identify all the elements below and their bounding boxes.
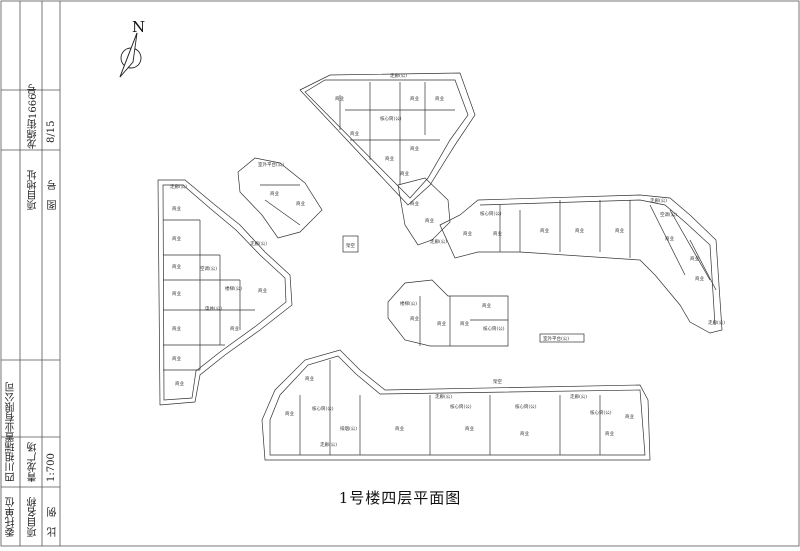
- room-label: 商业: [285, 410, 294, 417]
- room-label: 商业: [172, 290, 181, 297]
- room-label: 商业: [385, 155, 394, 162]
- address-label: 项目地址: [28, 170, 39, 210]
- room-labels: 走廊(公) 商业 商业 商业 核心筒(公) 商业 商业 商业 商业 室外平台(公…: [170, 72, 725, 448]
- room-label: 商业: [690, 255, 699, 262]
- project-label: 项目名称: [28, 497, 39, 537]
- room-label: 走廊(公): [708, 319, 725, 326]
- room-label: 排烟(公): [340, 425, 357, 432]
- building-outline: [157, 72, 723, 461]
- room-label: 商业: [172, 355, 181, 362]
- room-label: 商业: [172, 205, 181, 212]
- room-label: 楼梯(公): [225, 285, 242, 292]
- room-label: 商业: [270, 190, 279, 197]
- room-label: 架空: [493, 378, 502, 385]
- room-label: 核心筒(公): [590, 409, 612, 416]
- room-label: 核心筒(公): [480, 210, 502, 217]
- room-label: 走廊(公): [390, 72, 407, 79]
- room-label: 走廊(公): [435, 393, 452, 400]
- room-label: 室外平台(公): [543, 335, 569, 342]
- room-label: 商业: [335, 95, 344, 102]
- north-arrow-icon: [119, 32, 142, 78]
- room-label: 核心筒(公): [483, 325, 505, 332]
- room-label: 核心筒(公): [380, 115, 402, 122]
- room-label: 商业: [410, 95, 419, 102]
- room-label: 商业: [665, 235, 674, 242]
- room-label: 商业: [460, 320, 469, 327]
- room-label: 核心筒(公): [450, 403, 472, 410]
- project-value: 青龙广场: [28, 442, 39, 482]
- room-label: 电井(公): [205, 305, 222, 312]
- scale-value: 1:700: [46, 453, 57, 482]
- scale-label: 比 例: [48, 507, 59, 537]
- room-label: 商业: [175, 380, 184, 387]
- room-label: 空调(公): [660, 211, 677, 218]
- room-label: 商业: [463, 230, 472, 237]
- client-label: 委托单位: [6, 497, 17, 537]
- room-label: 走廊(公): [570, 393, 587, 400]
- room-label: 商业: [625, 413, 634, 420]
- room-label: 楼梯(公): [400, 300, 417, 307]
- room-label: 商业: [296, 200, 305, 207]
- address-value: 龙绵街1666号: [28, 83, 39, 149]
- room-label: 商业: [605, 430, 614, 437]
- room-label: 商业: [230, 325, 239, 332]
- room-label: 商业: [615, 227, 624, 234]
- room-label: 商业: [425, 217, 434, 224]
- room-label: 商业: [258, 287, 267, 294]
- room-label: 走廊(公): [320, 441, 337, 448]
- room-label: 走廊(公): [430, 238, 447, 245]
- room-label: 商业: [410, 315, 419, 322]
- room-label: 商业: [437, 320, 446, 327]
- client-value: 四川祖瑞置业有限公司: [6, 382, 17, 482]
- plan-title: 1号楼四层平面图: [338, 489, 462, 507]
- room-label: 商业: [395, 425, 404, 432]
- room-label: 商业: [350, 130, 359, 137]
- room-label: 室外平台(公): [258, 161, 284, 168]
- room-label: 走廊(公): [170, 183, 187, 190]
- room-label: 商业: [435, 95, 444, 102]
- room-label: 商业: [482, 302, 491, 309]
- sheet-label: 图 号: [48, 180, 59, 210]
- room-label: 商业: [305, 375, 314, 382]
- room-label: 走廊(公): [650, 197, 667, 204]
- sheet-value: 8/15: [46, 120, 57, 143]
- north-label: N: [132, 18, 146, 36]
- room-label: 商业: [410, 200, 419, 207]
- room-label: 商业: [575, 227, 584, 234]
- room-label: 走廊(公): [250, 240, 267, 247]
- room-label: 商业: [172, 325, 181, 332]
- room-label: 商业: [695, 275, 704, 282]
- room-label: 核心筒(公): [515, 403, 537, 410]
- room-label: 商业: [465, 425, 474, 432]
- room-label: 商业: [172, 235, 181, 242]
- room-label: 空调(公): [200, 265, 217, 272]
- room-label: 核心筒(公): [312, 405, 334, 412]
- room-label: 商业: [400, 170, 409, 177]
- room-label: 架空: [346, 242, 355, 249]
- room-label: 商业: [520, 430, 529, 437]
- room-label: 商业: [410, 145, 419, 152]
- room-label: 商业: [172, 263, 181, 270]
- room-label: 商业: [540, 227, 549, 234]
- room-label: 商业: [493, 230, 502, 237]
